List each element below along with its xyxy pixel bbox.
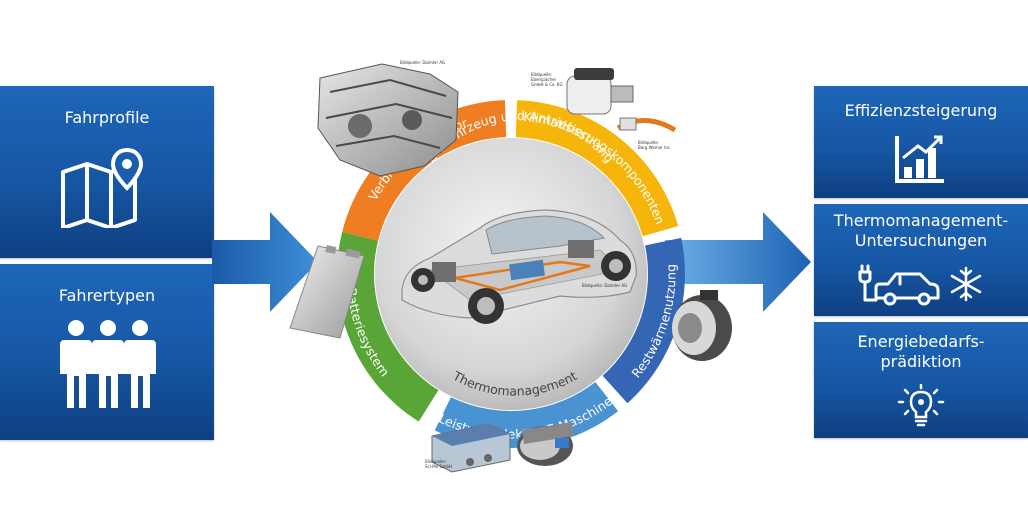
seg-klimatisierung	[515, 100, 679, 237]
credit-power-2: Sci-Mo GmbH	[425, 464, 453, 469]
heat-recovery-image	[672, 290, 732, 361]
credit-clima-4: Bildquelle:	[638, 140, 660, 145]
seg-verbrennungsmotor	[342, 100, 507, 241]
credit-clima-5: Borg Warner Inc.	[638, 145, 672, 150]
lightbulb-icon	[897, 384, 945, 427]
output-label-energiebedarf-line1: Energiebedarfs-	[857, 332, 985, 351]
credit-engine: Bildquelle: Daimler AG	[400, 60, 446, 65]
output-label-thermomanagement-line2: Untersuchungen	[854, 231, 988, 250]
output-label-energiebedarf-line2: prädiktion	[880, 352, 962, 371]
map-pin-icon	[61, 148, 144, 228]
battery-cell-image	[289, 245, 365, 339]
power-electronics-image	[431, 422, 574, 473]
output-arrow	[665, 212, 811, 312]
credit-clima-3: GmbH & Co. KG	[531, 82, 563, 87]
seg-batterie	[336, 231, 439, 422]
bar-chart-growth-icon	[895, 135, 944, 183]
credit-clima-2: Eberspächer	[531, 77, 557, 82]
output-label-thermomanagement-line1: Thermomanagement-	[833, 211, 1009, 230]
input-label-fahrertypen: Fahrertypen	[58, 286, 156, 305]
input-box-fahrertypen: Fahrertypen	[0, 264, 214, 440]
output-label-effizienzsteigerung: Effizienzsteigerung	[844, 101, 998, 120]
output-box-effizienzsteigerung: Effizienzsteigerung	[814, 86, 1028, 198]
input-box-fahrprofile: Fahrprofile	[0, 86, 214, 258]
output-box-energiebedarf: Energiebedarfs- prädiktion	[814, 322, 1028, 438]
credit-car: Bildquelle: Daimler AG	[582, 283, 628, 288]
input-arrow	[212, 212, 318, 312]
electric-car-snowflake-icon	[858, 264, 982, 306]
output-box-thermomanagement: Thermomanagement- Untersuchungen	[814, 204, 1028, 316]
credit-power-1: Bildquelle:	[425, 459, 447, 464]
engine-image	[317, 63, 459, 177]
seg-restwaerme	[602, 237, 685, 404]
credit-clima-1: Bildquelle:	[531, 72, 553, 77]
climate-components-image	[566, 68, 677, 133]
car-illustration	[401, 209, 637, 324]
people-icon	[60, 320, 156, 408]
input-label-fahrprofile: Fahrprofile	[64, 108, 150, 127]
